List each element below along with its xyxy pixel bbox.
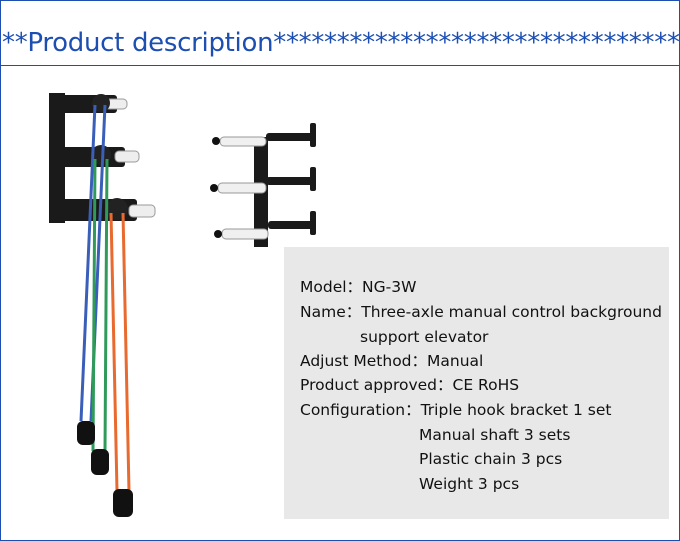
weight-green <box>91 449 109 475</box>
chain-green <box>91 158 109 452</box>
title-stars: ****************************************… <box>273 28 680 58</box>
shaft-bottom <box>128 204 156 218</box>
pulley-bottom <box>106 198 128 220</box>
chain-orange <box>109 212 131 492</box>
shaft-assembly-top <box>212 123 316 147</box>
spec-name-line1: Name：Three-axle manual control backgroun… <box>300 303 662 321</box>
spec-adjust-method: Adjust Method：Manual <box>300 352 484 370</box>
spec-config-line2: Manual shaft 3 sets <box>419 426 571 444</box>
shaft-middle <box>114 150 140 163</box>
spec-config-line4: Weight 3 pcs <box>419 475 520 493</box>
page-title: **Product description*******************… <box>1 23 680 63</box>
product-image-bracket <box>210 123 316 247</box>
title-divider <box>1 65 680 66</box>
spec-config-line1: Configuration：Triple hook bracket 1 set <box>300 401 612 419</box>
spec-config-line3: Plastic chain 3 pcs <box>419 450 563 468</box>
title-text: **Product description <box>2 28 274 58</box>
shaft-assembly-bottom <box>214 211 316 240</box>
weight-orange <box>113 489 133 517</box>
spec-approved: Product approved：CE RoHS <box>300 376 520 394</box>
spec-name-line2: support elevator <box>360 328 489 346</box>
product-image-mounted <box>49 93 156 517</box>
weight-blue <box>77 421 95 445</box>
shaft-assembly-middle <box>210 167 316 194</box>
title-row: **Product description*******************… <box>1 23 680 63</box>
spec-model: Model：NG-3W <box>300 278 417 296</box>
spec-box: Model：NG-3W Name：Three-axle manual contr… <box>284 247 669 519</box>
